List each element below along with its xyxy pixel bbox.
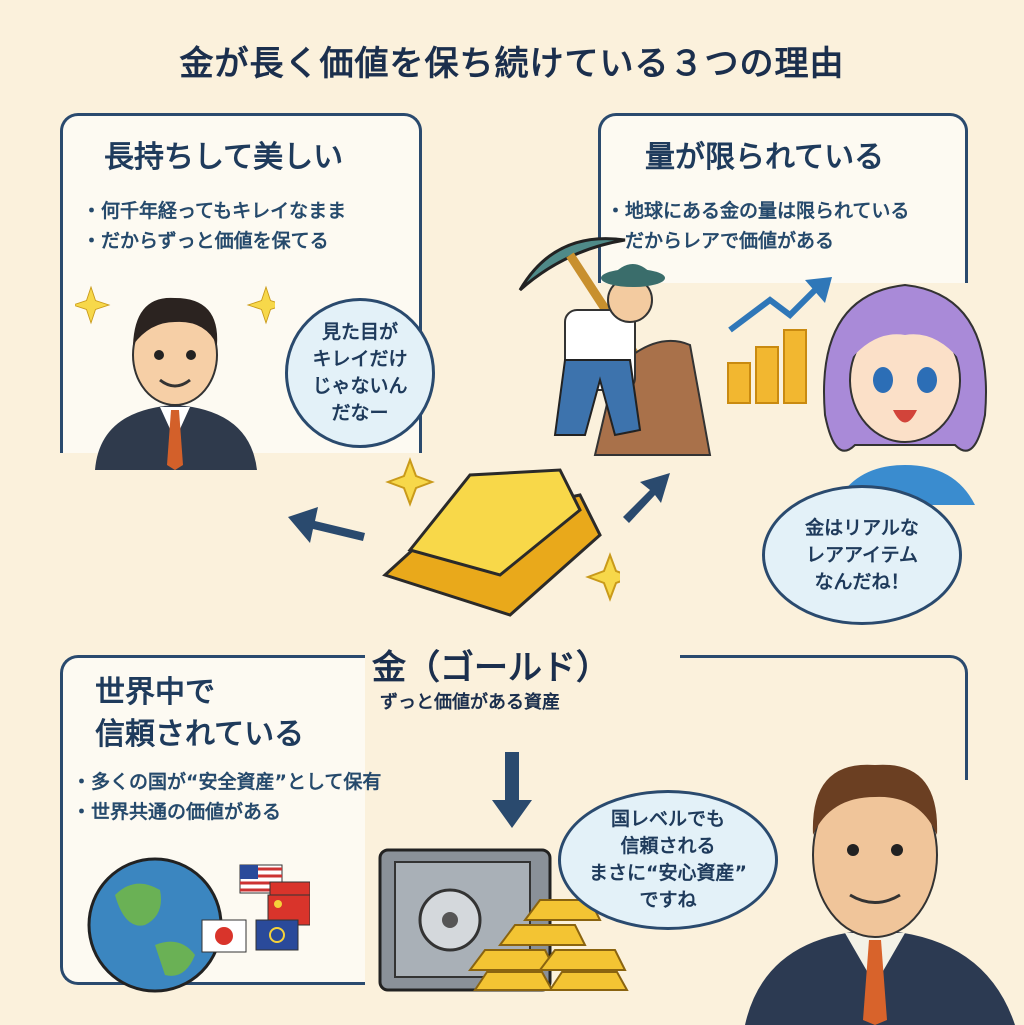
girl-illustration [823,283,987,505]
speech-bubble-durable: 見た目がキレイだけじゃないんだなー [285,298,435,448]
point: ・世界共通の価値がある [72,801,282,823]
safe-with-gold-icon [378,848,629,992]
panel-durable-points: ・何千年経ってもキレイなまま ・だからずっと価値を保てる [82,196,346,256]
panel-trusted-points: ・多くの国が“安全資産”として保有 ・世界共通の価値がある [72,767,381,827]
speech-bubble-trusted: 国レベルでも信頼されるまさに“安心資産”ですね [558,790,778,930]
page-title: 金が長く価値を保ち続けている３つの理由 [179,44,845,84]
point: ・だからレアで価値がある [606,230,835,252]
miner-illustration [518,237,712,456]
businessman-illustration [75,285,275,470]
point: ・多くの国が“安全資産”として保有 [72,771,382,793]
panel-limited [598,113,968,283]
arrow-down-icon [492,752,532,828]
point: ・地球にある金の量は限られている [606,200,910,222]
panel-trusted-right-frame [680,655,968,780]
flags-icon [201,864,310,953]
gold-label: 金（ゴールド） [372,648,610,688]
arrow-up-right-icon [623,473,670,523]
point: ・何千年経ってもキレイなまま [82,200,347,222]
panel-trusted-heading: 世界中で信頼されている [95,675,305,752]
panel-limited-heading: 量が限られている [645,140,885,175]
rising-chart-icon [727,277,832,404]
gold-sublabel: ずっと価値がある資産 [380,692,560,713]
arrow-left-icon [288,507,365,543]
point: ・だからずっと価値を保てる [82,230,329,252]
gold-bar-icon [382,457,620,617]
businessman-senior-illustration [745,764,1015,1025]
panel-durable-heading: 長持ちして美しい [104,140,344,175]
panel-limited-points: ・地球にある金の量は限られている ・だからレアで価値がある [606,196,909,256]
speech-bubble-limited: 金はリアルなレアアイテムなんだね！ [762,485,962,625]
